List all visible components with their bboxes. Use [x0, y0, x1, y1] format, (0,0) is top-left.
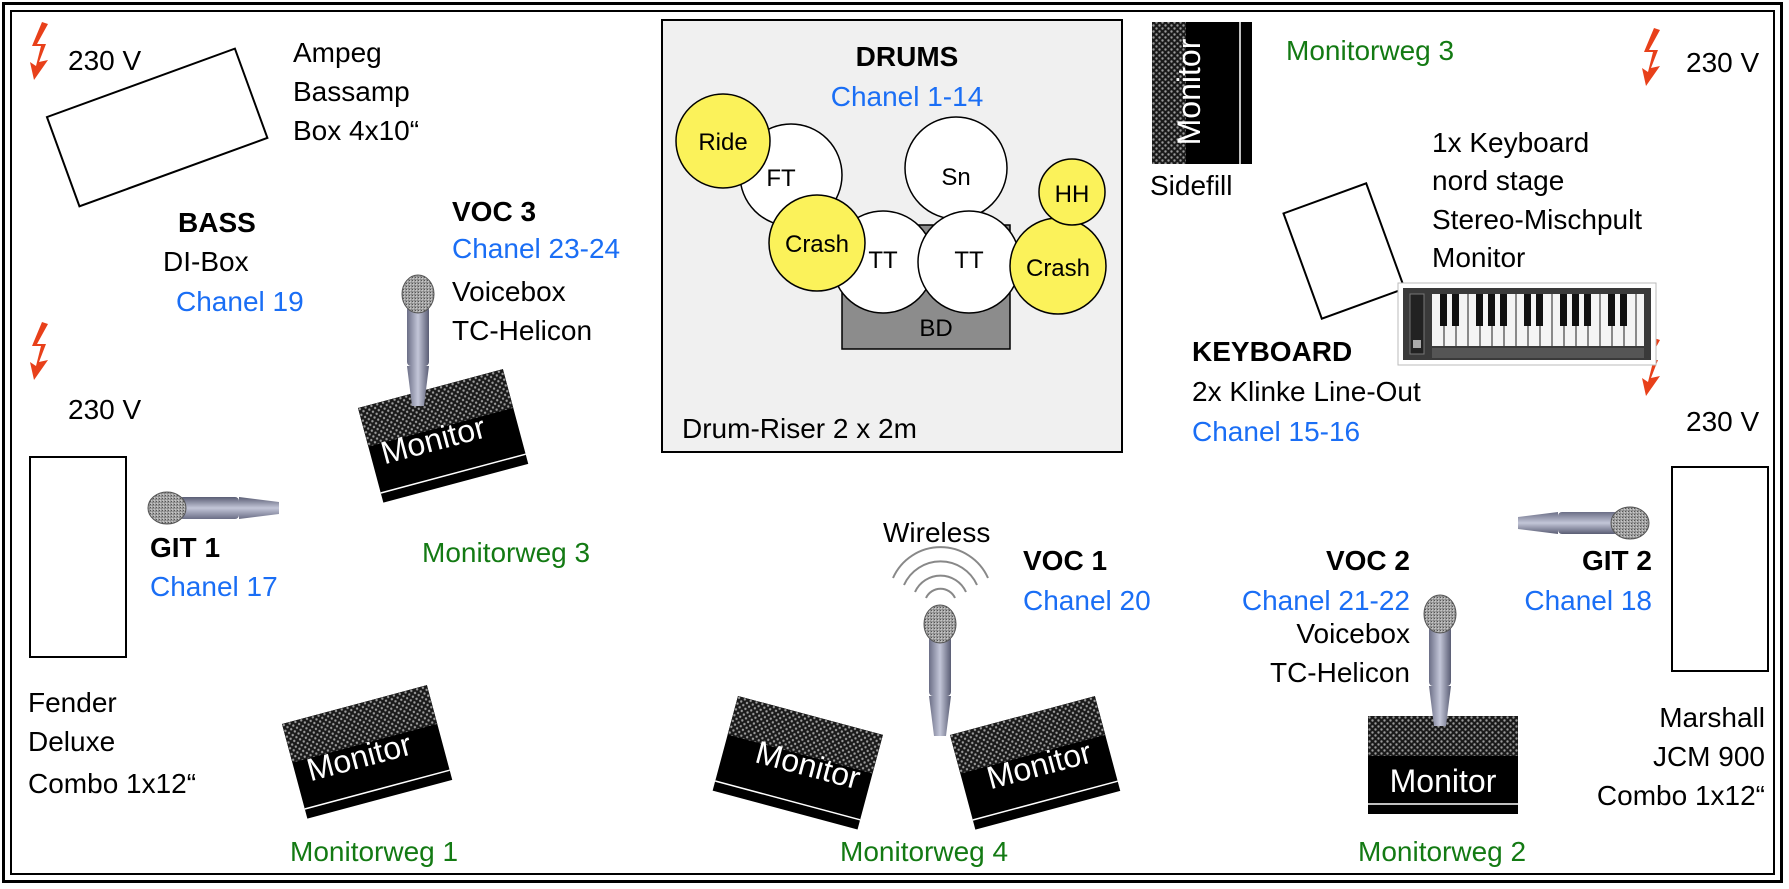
git2-title: GIT 2 — [1581, 545, 1652, 576]
power-label: 230 V — [1686, 406, 1760, 437]
keyboard-note: 1x Keyboard — [1432, 127, 1590, 158]
crash-right-label: Crash — [1025, 255, 1091, 282]
power-label: 230 V — [68, 394, 142, 425]
lightning-icon — [1642, 28, 1660, 86]
git2-amp-line: Combo 1x12“ — [1596, 780, 1765, 811]
bass-amp-line: Box 4x10“ — [293, 115, 420, 146]
keyboard-title: KEYBOARD — [1192, 336, 1353, 367]
microphone-icon — [1517, 506, 1650, 540]
lightning-icon — [30, 22, 48, 80]
sidefill-label: Sidefill — [1150, 170, 1233, 201]
microphone-icon — [1423, 594, 1457, 727]
git2-amp-line: JCM 900 — [1652, 741, 1765, 772]
git1-amp-line: Deluxe — [28, 726, 116, 757]
microphone-icon — [147, 491, 280, 525]
keyboard-note: Stereo-Mischpult — [1432, 204, 1643, 235]
power-label: 230 V — [68, 45, 142, 76]
snare-label: Sn — [941, 164, 971, 191]
power-label: 230 V — [1686, 47, 1760, 78]
monitorweg-4: Monitorweg 4 — [840, 836, 1009, 867]
voc3-title: VOC 3 — [452, 196, 537, 227]
lightning-icon — [30, 322, 48, 380]
bass-amp-line: Bassamp — [293, 76, 410, 107]
microphone-icon — [923, 604, 957, 737]
ride-cymbal — [675, 93, 771, 189]
git1-amp-line: Combo 1x12“ — [28, 768, 197, 799]
tom-1-label: TT — [868, 247, 898, 274]
keyboard-output: 2x Klinke Line-Out — [1192, 376, 1421, 407]
keyboard-channel: Chanel 15-16 — [1192, 416, 1361, 447]
voc3-channel: Chanel 23-24 — [452, 233, 621, 264]
bass-source: DI-Box — [163, 246, 249, 277]
voc2-channel: Chanel 21-22 — [1241, 585, 1410, 616]
voc3-effect: Voicebox — [452, 276, 566, 307]
sidefill-monitor-label: Monitor — [1171, 38, 1207, 146]
bass-amp-box — [45, 47, 269, 208]
wireless-label: Wireless — [883, 517, 991, 548]
marshall-combo — [1671, 466, 1769, 672]
drums-channel: Chanel 1-14 — [830, 81, 984, 112]
bass-drum-label: BD — [919, 315, 953, 342]
keyboard-icon — [1397, 282, 1657, 366]
voc3-effect: TC-Helicon — [452, 315, 593, 346]
git2-amp-line: Marshall — [1659, 702, 1765, 733]
keyboard-note: Monitor — [1432, 242, 1526, 273]
monitor-label: Monitor — [1389, 763, 1497, 799]
git2-channel: Chanel 18 — [1524, 585, 1652, 616]
voc1-title: VOC 1 — [1023, 545, 1108, 576]
bass-channel: Chanel 19 — [176, 286, 304, 317]
monitorweg-2: Monitorweg 2 — [1358, 836, 1527, 867]
wireless-signal-icon — [892, 546, 989, 599]
voc2-title: VOC 2 — [1325, 545, 1410, 576]
hihat — [1038, 158, 1106, 226]
monitorweg-3-left: Monitorweg 3 — [422, 537, 591, 568]
voc1-channel: Chanel 20 — [1023, 585, 1151, 616]
ride-label: Ride — [698, 129, 748, 156]
git1-amp-line: Fender — [28, 687, 117, 718]
keyboard-note: nord stage — [1432, 165, 1565, 196]
fender-combo — [29, 456, 127, 658]
bass-amp-line: Ampeg — [293, 37, 382, 68]
monitorweg-3-right: Monitorweg 3 — [1286, 35, 1455, 66]
mixer-box — [1282, 182, 1406, 320]
voc2-effect: TC-Helicon — [1269, 657, 1410, 688]
hihat-label: HH — [1054, 181, 1090, 208]
crash-left-label: Crash — [784, 231, 850, 258]
microphone-icon — [401, 274, 435, 407]
drum-riser-label: Drum-Riser 2 x 2m — [682, 413, 917, 444]
git1-title: GIT 1 — [150, 532, 221, 563]
tom-2-label: TT — [954, 247, 984, 274]
stage-border-inner — [10, 10, 1775, 875]
git1-channel: Chanel 17 — [150, 571, 278, 602]
floor-tom-label: FT — [766, 165, 796, 192]
crash-cymbal-left — [768, 194, 866, 292]
sidefill-monitor — [1152, 22, 1252, 164]
voc2-effect: Voicebox — [1296, 618, 1410, 649]
monitorweg-1: Monitorweg 1 — [290, 836, 459, 867]
bass-title: BASS — [178, 207, 256, 238]
drums-title: DRUMS — [855, 41, 959, 72]
